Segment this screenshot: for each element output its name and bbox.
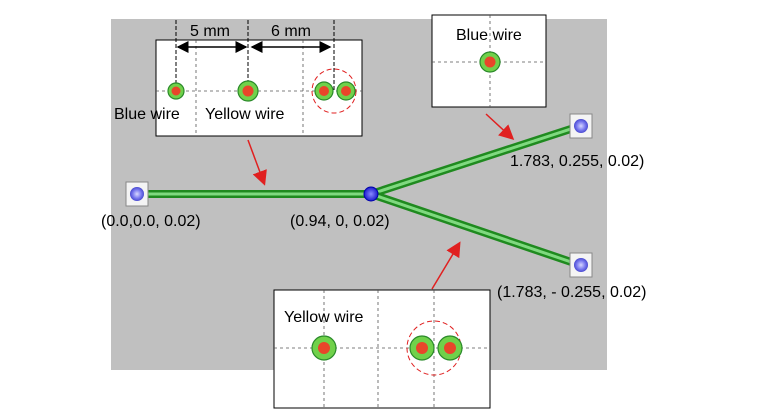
yellow-wire-cross-section <box>237 80 259 102</box>
upper-end-coordinate-label: 1.783, 0.255, 0.02) <box>510 153 644 170</box>
junction-node <box>363 186 379 202</box>
blue-wire-cross-section <box>167 82 185 100</box>
yellow-wire-label: Yellow wire <box>205 106 285 123</box>
dimension-5mm-label: 5 mm <box>190 23 230 40</box>
callout-arrow-top-left <box>247 139 267 186</box>
lower-branch-cross-section-inset: Yellow wire <box>273 289 491 409</box>
callout-arrow-bottom <box>431 241 461 290</box>
lower-end-node <box>569 252 593 278</box>
origin-node <box>125 181 149 207</box>
origin-coordinate-label: (0.0,0.0, 0.02) <box>101 213 201 230</box>
blue-wire-label: Blue wire <box>114 106 180 123</box>
upper-branch-cross-section-inset: Blue wire <box>431 14 547 108</box>
upper-inset-blue-wire-label: Blue wire <box>456 27 522 44</box>
lower-inset-yellow-wire-label: Yellow wire <box>284 309 364 326</box>
wire-harness <box>138 122 582 269</box>
bundled-wires-section-lower <box>406 320 463 376</box>
callout-arrow-top-right <box>485 113 515 141</box>
yellow-wire-section-lower <box>311 335 337 361</box>
junction-coordinate-label: (0.94, 0, 0.02) <box>290 213 390 230</box>
upper-end-node <box>569 113 593 139</box>
trunk-cross-section-inset: 5 mm 6 mm Blue wire Yellow wire <box>114 20 363 137</box>
bundled-wires-cross-section <box>311 68 357 114</box>
dimension-6mm-label: 6 mm <box>271 23 311 40</box>
blue-wire-section-upper <box>479 51 501 73</box>
lower-end-coordinate-label: (1.783, - 0.255, 0.02) <box>497 284 646 301</box>
